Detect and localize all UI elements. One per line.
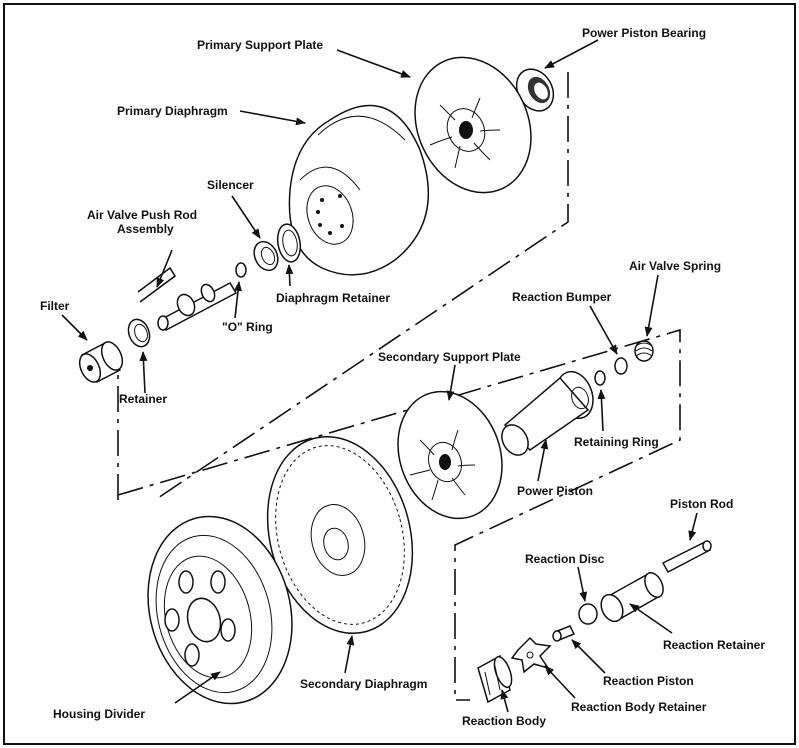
label-air-valve-push-rod-line1: Air Valve Push Rod bbox=[87, 208, 197, 222]
filter-part bbox=[78, 341, 124, 384]
label-filter: Filter bbox=[40, 299, 70, 313]
label-retaining-ring: Retaining Ring bbox=[574, 435, 659, 449]
label-diaphragm-retainer: Diaphragm Retainer bbox=[276, 291, 390, 305]
retainer-part bbox=[127, 318, 151, 348]
label-reaction-bumper: Reaction Bumper bbox=[512, 290, 612, 304]
label-power-piston-bearing: Power Piston Bearing bbox=[582, 26, 706, 40]
label-reaction-piston: Reaction Piston bbox=[603, 674, 694, 688]
secondary-support-plate-part bbox=[397, 390, 503, 520]
label-secondary-diaphragm: Secondary Diaphragm bbox=[300, 677, 427, 691]
diaphragm-retainer-part bbox=[276, 223, 302, 263]
label-air-valve-spring: Air Valve Spring bbox=[629, 259, 721, 273]
label-primary-support-plate: Primary Support Plate bbox=[197, 38, 323, 52]
label-secondary-support-plate: Secondary Support Plate bbox=[378, 350, 521, 364]
label-piston-rod: Piston Rod bbox=[670, 497, 733, 511]
housing-divider-part bbox=[147, 515, 293, 705]
air-valve-push-rod-part bbox=[157, 282, 238, 331]
piston-rod-part bbox=[661, 540, 712, 574]
label-silencer: Silencer bbox=[207, 178, 254, 192]
part-labels: Primary Support Plate Power Piston Beari… bbox=[40, 26, 765, 728]
label-primary-diaphragm: Primary Diaphragm bbox=[117, 104, 228, 118]
reaction-body-part bbox=[477, 654, 513, 704]
label-power-piston: Power Piston bbox=[517, 484, 593, 498]
label-air-valve-push-rod-line2: Assembly bbox=[117, 222, 174, 236]
label-reaction-retainer: Reaction Retainer bbox=[663, 638, 765, 652]
air-valve-spring-part bbox=[634, 340, 654, 362]
primary-support-plate-part bbox=[414, 56, 532, 194]
leader-lines bbox=[61, 39, 698, 713]
retaining-ring-part bbox=[594, 370, 606, 386]
label-reaction-body: Reaction Body bbox=[462, 714, 546, 728]
secondary-diaphragm-part bbox=[266, 435, 414, 635]
silencer-part bbox=[253, 240, 279, 272]
assembly-axis-lines bbox=[117, 72, 681, 701]
label-housing-divider: Housing Divider bbox=[53, 707, 145, 721]
reaction-piston-part bbox=[552, 625, 576, 642]
reaction-retainer-part bbox=[600, 571, 664, 623]
reaction-disc-part bbox=[578, 603, 598, 625]
label-reaction-disc: Reaction Disc bbox=[525, 552, 605, 566]
primary-diaphragm-part bbox=[288, 104, 430, 276]
label-reaction-body-retainer: Reaction Body Retainer bbox=[571, 700, 707, 714]
reaction-body-retainer-part bbox=[510, 636, 552, 674]
reaction-bumper-part bbox=[614, 357, 628, 375]
label-o-ring: "O" Ring bbox=[222, 320, 273, 334]
label-retainer: Retainer bbox=[119, 392, 167, 406]
power-piston-part bbox=[501, 370, 594, 456]
figure-border bbox=[3, 3, 796, 745]
o-ring-part bbox=[235, 262, 247, 278]
